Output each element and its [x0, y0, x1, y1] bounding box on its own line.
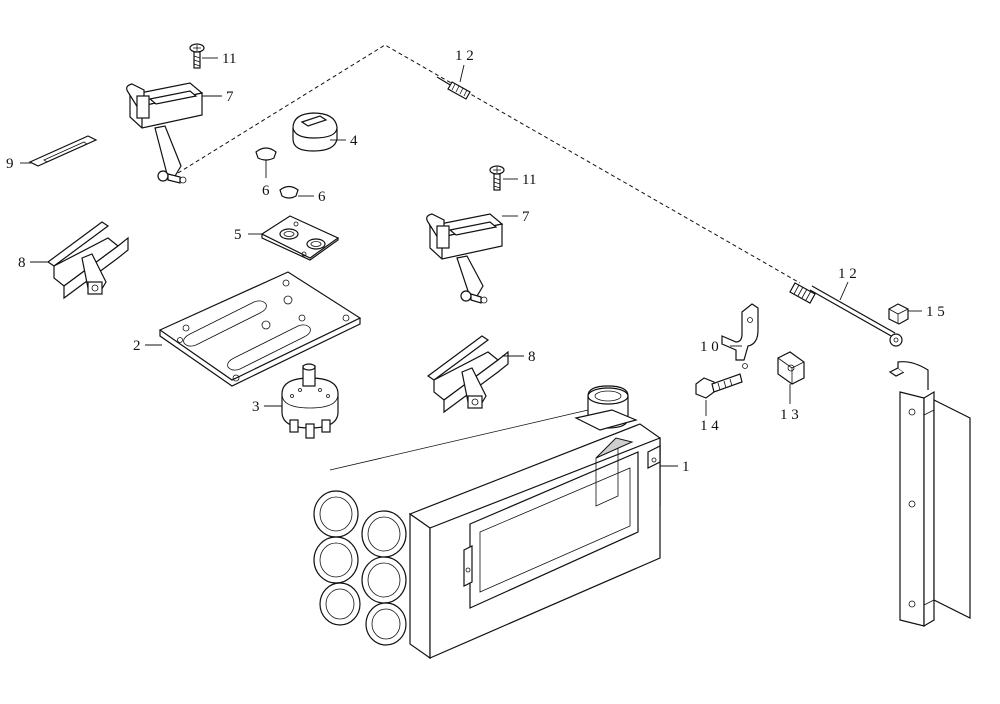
bolt-14 [695, 373, 743, 399]
hinge-bracket [888, 361, 971, 628]
control-lever-7-top [126, 82, 204, 184]
control-lever-7-mid [426, 213, 504, 304]
callout-11-mid: 11 [522, 172, 536, 188]
cable-end-right [789, 282, 903, 347]
callout-5: 5 [234, 227, 242, 243]
rotary-switch-3 [281, 363, 339, 439]
callout-1: 1 [682, 459, 690, 475]
callout-4: 4 [350, 133, 358, 149]
callout-14: 1 4 [700, 418, 719, 434]
callout-13: 1 3 [780, 407, 799, 423]
callout-6-upper: 6 [262, 183, 270, 199]
cable-clamp-10 [721, 303, 759, 369]
callout-11-top: 11 [222, 51, 236, 67]
air-duct-box-1 [313, 385, 661, 660]
cap-6-upper [255, 147, 277, 161]
callout-12-right: 1 2 [838, 266, 857, 282]
callout-6-lower: 6 [318, 189, 326, 205]
callout-2: 2 [133, 338, 141, 354]
callout-labels: 11 7 4 6 6 9 5 8 2 3 11 7 8 1 2 1 2 1 5 … [6, 48, 945, 475]
knob-4 [292, 112, 338, 152]
cap-6-lower [279, 185, 299, 199]
cable-end-top [436, 76, 471, 100]
outlet-tubes [313, 490, 407, 646]
bracket-8-left [46, 221, 129, 300]
leader-lines [20, 57, 922, 467]
bracket-8-mid [426, 335, 509, 414]
callout-9: 9 [6, 156, 14, 172]
nut-15 [888, 303, 909, 325]
switch-plate-5 [260, 215, 340, 261]
callout-15: 1 5 [926, 304, 945, 320]
mounting-plate-2 [158, 271, 362, 387]
screw-11-mid [489, 165, 505, 191]
gasket-9 [28, 135, 98, 167]
control-cable-path [177, 44, 896, 338]
callout-3: 3 [252, 399, 260, 415]
callout-7-top: 7 [226, 89, 234, 105]
nut-13 [777, 351, 805, 385]
screw-11-top [189, 43, 205, 69]
callout-8-left: 8 [18, 255, 26, 271]
callout-7-mid: 7 [522, 209, 530, 225]
callout-12-top: 1 2 [455, 48, 474, 64]
callout-10: 1 0 [700, 339, 719, 355]
callout-8-mid: 8 [528, 349, 536, 365]
